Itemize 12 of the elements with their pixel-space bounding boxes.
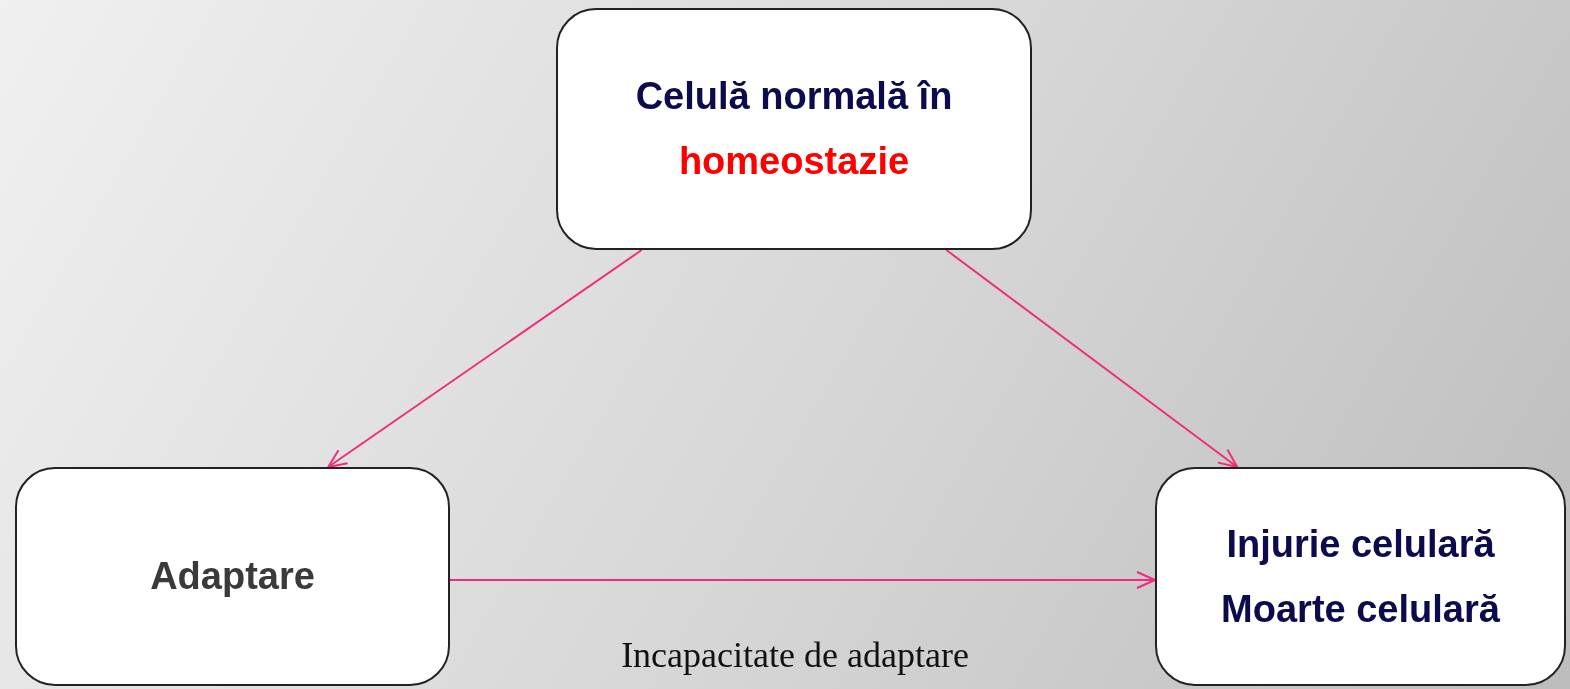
node-text: Moarte celulară xyxy=(1221,587,1500,631)
node-text: Celulă normală în xyxy=(635,75,953,118)
node-text: Injurie celulară xyxy=(1226,522,1495,566)
rounded-box xyxy=(1155,467,1566,686)
edge-label: Incapacitate de adaptare xyxy=(621,634,969,676)
arrow xyxy=(945,249,1239,468)
arrow xyxy=(449,571,1156,589)
rounded-box xyxy=(15,467,450,686)
node-text: homeostazie xyxy=(678,140,910,183)
arrow xyxy=(327,249,643,468)
rounded-box xyxy=(556,8,1032,250)
node-text: Adaptare xyxy=(150,555,315,598)
